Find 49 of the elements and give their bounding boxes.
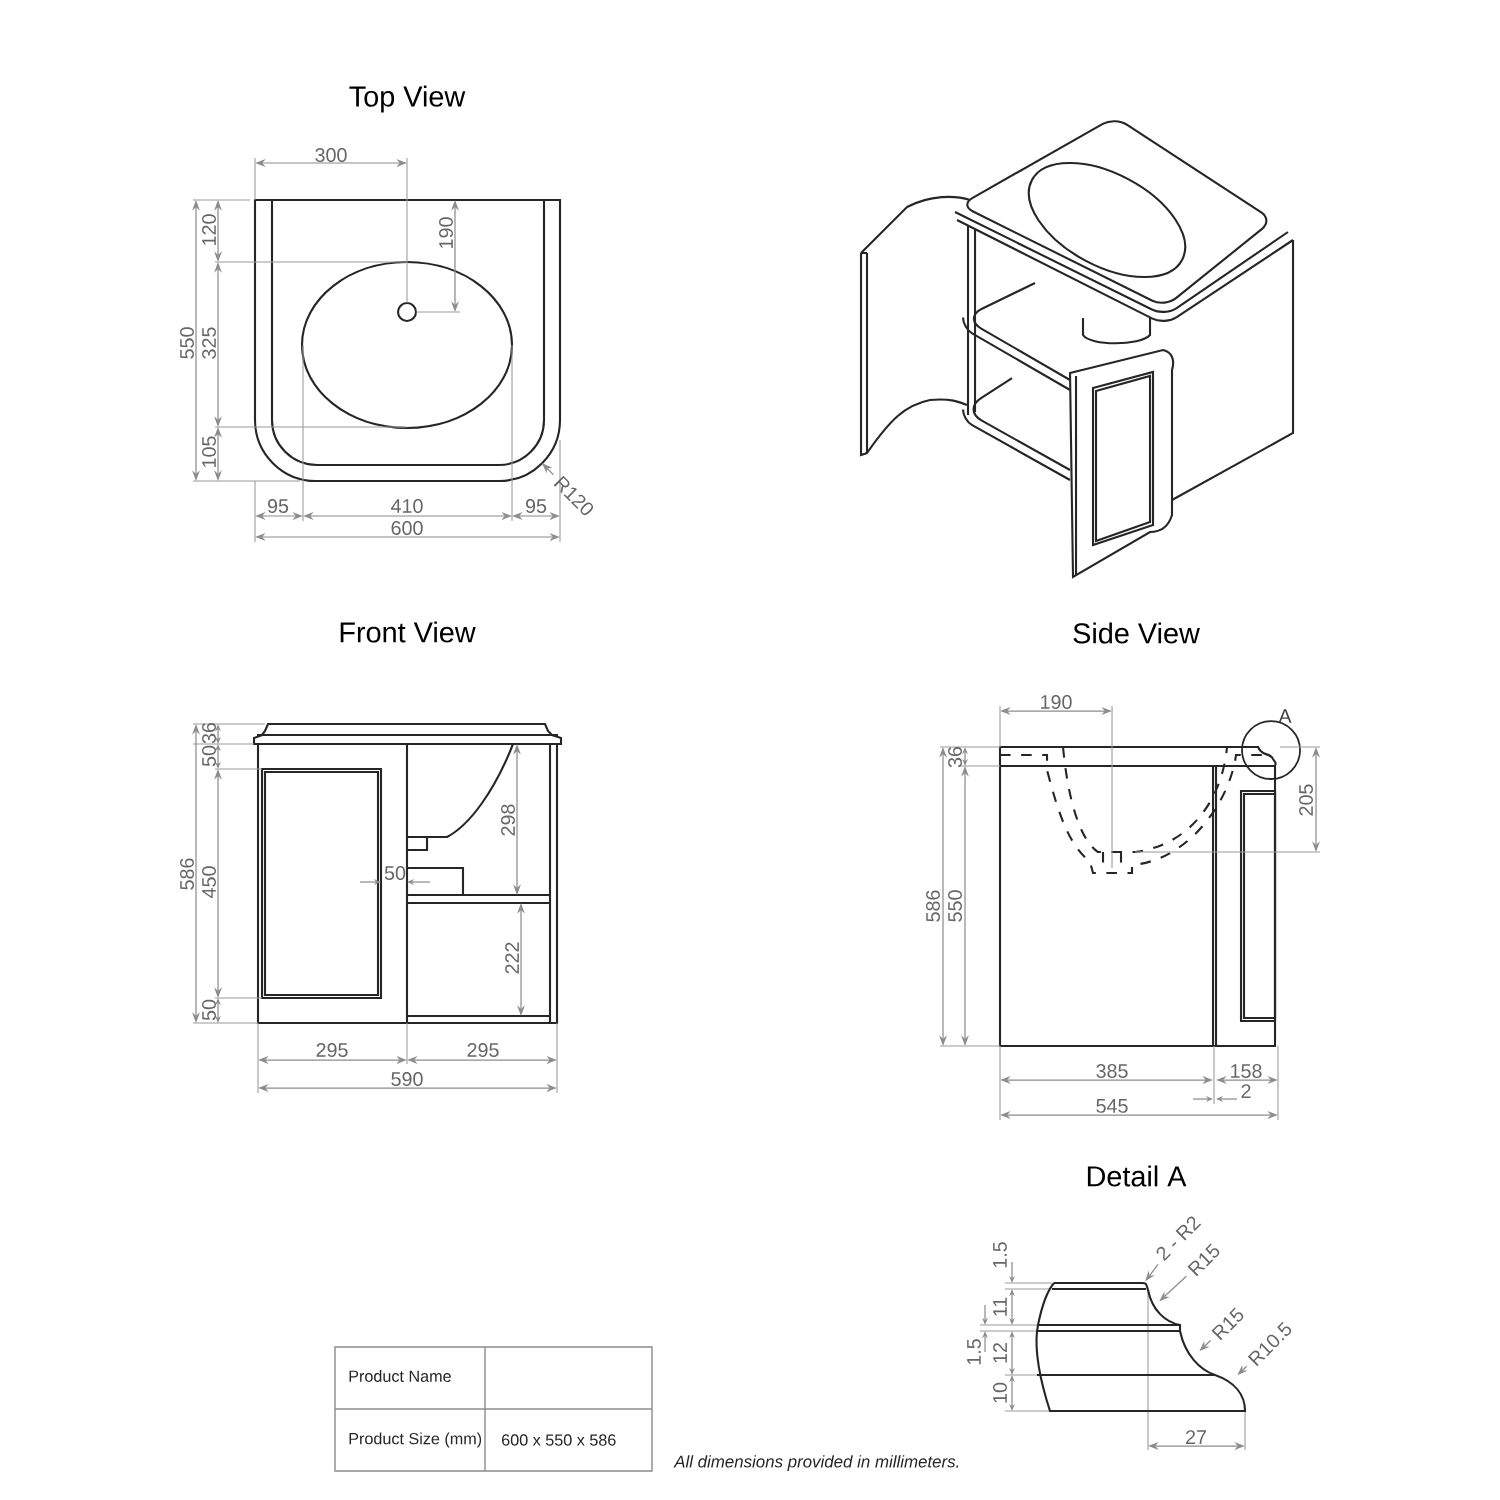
dimension-text: 1.5	[967, 1339, 981, 1365]
radius-text: R15	[1211, 1307, 1244, 1341]
dimension-text: 190	[1041, 695, 1072, 709]
dimension-text: 410	[391, 499, 423, 513]
dimension-text: 550	[948, 890, 962, 922]
dimension-text: 300	[315, 148, 347, 162]
note-text: All dimensions provided in millimeters.	[673, 1455, 959, 1471]
dimension-text: 10	[993, 1382, 1007, 1403]
dimension-text: 120	[202, 214, 216, 245]
dimension-text: 50	[202, 999, 216, 1021]
dimension-text: 222	[505, 942, 519, 974]
dimension-text: 190	[439, 217, 453, 248]
dimension-text: 12	[993, 1343, 1007, 1363]
dimension-text: 450	[202, 866, 216, 898]
view-title: Detail A	[1087, 1165, 1187, 1187]
dimension-text: 158	[1231, 1064, 1262, 1078]
dimension-text: 545	[1096, 1099, 1128, 1113]
table-label: 600 x 550 x 586	[502, 1434, 616, 1446]
dimension-text: 586	[926, 890, 940, 922]
radius-text: R15	[1187, 1243, 1220, 1277]
dimension-text: 295	[316, 1043, 348, 1057]
view-title: Top View	[349, 85, 466, 113]
detail-profile-drawing	[1035, 1281, 1247, 1413]
dimension-text: 95	[268, 499, 289, 513]
dimension-text: 2	[1241, 1084, 1251, 1098]
dimension-text: 50	[384, 866, 406, 880]
view-title: Side View	[1073, 622, 1200, 644]
table-label: Product Name	[349, 1370, 451, 1382]
dimension-text: 590	[391, 1072, 423, 1086]
view-title: Front View	[340, 621, 476, 643]
dimension-text: 205	[1299, 784, 1313, 816]
table-label: Product Size (mm)	[349, 1432, 482, 1448]
dimension-text: 325	[202, 327, 216, 359]
detail-letter: A	[1278, 709, 1292, 723]
dimension-text: 11	[993, 1297, 1007, 1316]
dimension-text: 95	[526, 499, 547, 513]
dimension-text: 105	[202, 436, 216, 467]
dimension-text: 1.5	[993, 1242, 1007, 1268]
dimension-text: 50	[202, 745, 216, 767]
dimension-text: 298	[501, 804, 515, 836]
dimension-text: 586	[180, 858, 194, 890]
leader-line	[542, 463, 555, 476]
dimension-text: 600	[391, 521, 423, 535]
dimension-text: 385	[1096, 1064, 1128, 1078]
dimension-text: 27	[1186, 1430, 1206, 1444]
dimension-text: 550	[180, 327, 194, 359]
dimension-text: 36	[202, 722, 216, 744]
dimension-text: 295	[467, 1043, 499, 1057]
dimension-text: 36	[948, 746, 962, 768]
